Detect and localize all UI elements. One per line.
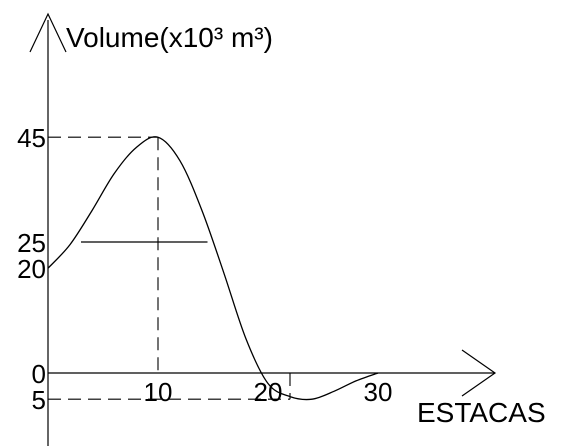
x-tick-label-2: 30	[364, 377, 393, 407]
y-tick-label-2: 20	[17, 254, 46, 284]
guide-lines	[48, 136, 291, 400]
y-tick-label-4: 5	[32, 385, 46, 415]
y-axis-arrow	[29, 12, 67, 53]
y-tick-label-1: 25	[17, 228, 46, 258]
x-tick-label-0: 10	[144, 377, 173, 407]
y-axis-title: Volume(x10³ m³)	[66, 22, 273, 53]
x-axis-title: ESTACAS	[417, 397, 546, 428]
series-group	[47, 136, 379, 401]
volume-curve-0	[47, 136, 379, 401]
x-axis-arrow	[461, 349, 497, 397]
y-tick-label-3: 0	[32, 359, 46, 389]
y-tick-label-0: 45	[17, 123, 46, 153]
